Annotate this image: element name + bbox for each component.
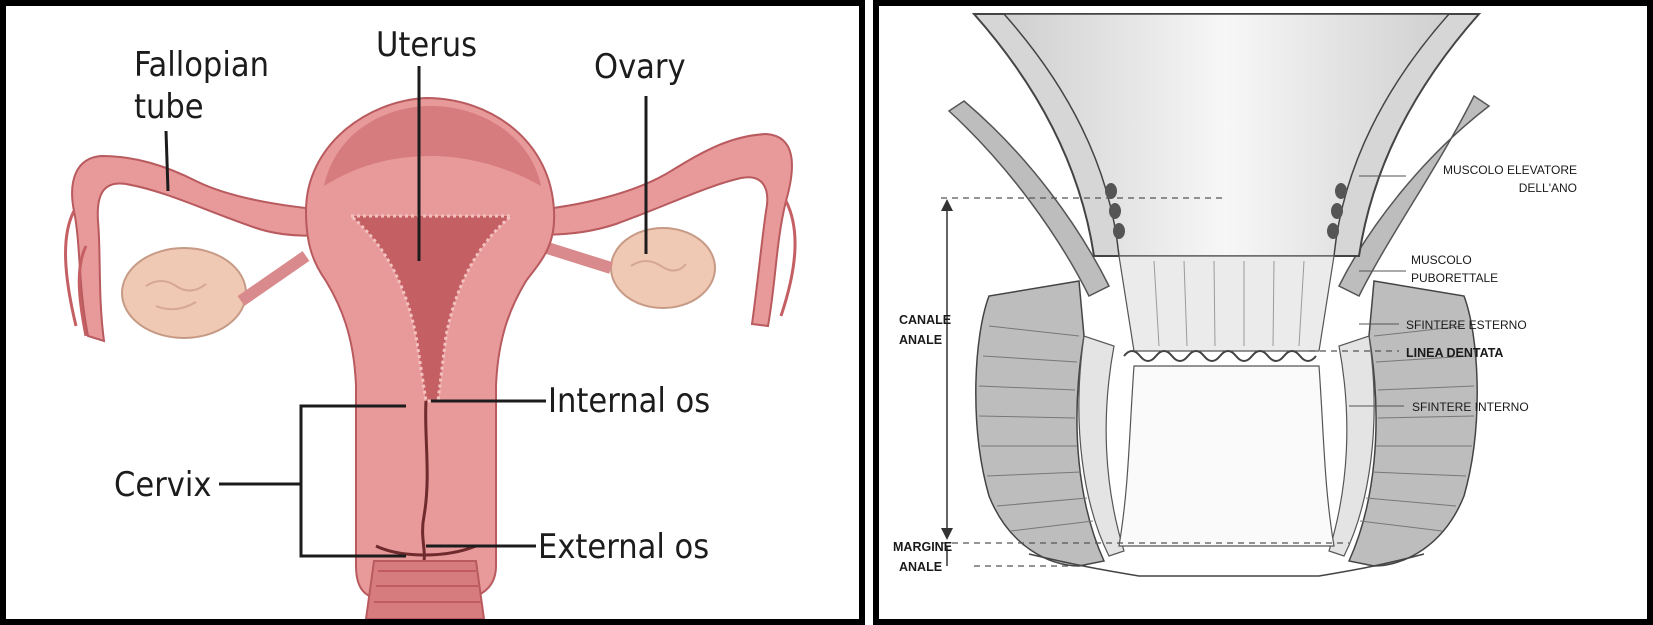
canale-anale-label: CANALE [899,313,951,327]
uterus-label: Uterus [376,25,477,65]
fallopian-tube-label: Fallopian [134,45,269,85]
dentate-line [1124,351,1316,361]
fallopian-tube-label-2: tube [134,87,204,127]
internal-os-label: Internal os [548,381,710,421]
canale-anale-label-2: ANALE [899,333,942,347]
muscolo-puborettale-label: MUSCOLO [1411,253,1472,267]
muscolo-elevatore-label-2: DELL'ANO [1519,181,1577,195]
linea-dentata-label: LINEA DENTATA [1406,346,1503,360]
sfintere-interno-label: SFINTERE INTERNO [1412,400,1529,414]
cervix-label: Cervix [114,465,211,505]
vagina [366,561,484,619]
external-os-label: External os [538,527,709,567]
anal-canal-diagram-panel: MUSCOLO ELEVATORE DELL'ANO MUSCOLO PUBOR… [873,0,1653,625]
ovary-label: Ovary [594,47,686,87]
left-ovary [122,248,246,338]
margine-anale-label: MARGINE [893,540,952,554]
anal-canal-illustration: MUSCOLO ELEVATORE DELL'ANO MUSCOLO PUBOR… [879,6,1647,619]
margine-anale-label-2: ANALE [899,560,942,574]
uterus-diagram-panel: Fallopian tube Uterus Ovary Internal os … [0,0,865,625]
muscolo-elevatore-label: MUSCOLO ELEVATORE [1443,163,1577,177]
uterus-illustration: Fallopian tube Uterus Ovary Internal os … [6,6,859,619]
lower-anal-canal [1119,366,1334,546]
fallopian-leader [166,131,168,191]
muscolo-puborettale-label-2: PUBORETTALE [1411,271,1498,285]
sfintere-esterno-label: SFINTERE ESTERNO [1406,318,1527,332]
